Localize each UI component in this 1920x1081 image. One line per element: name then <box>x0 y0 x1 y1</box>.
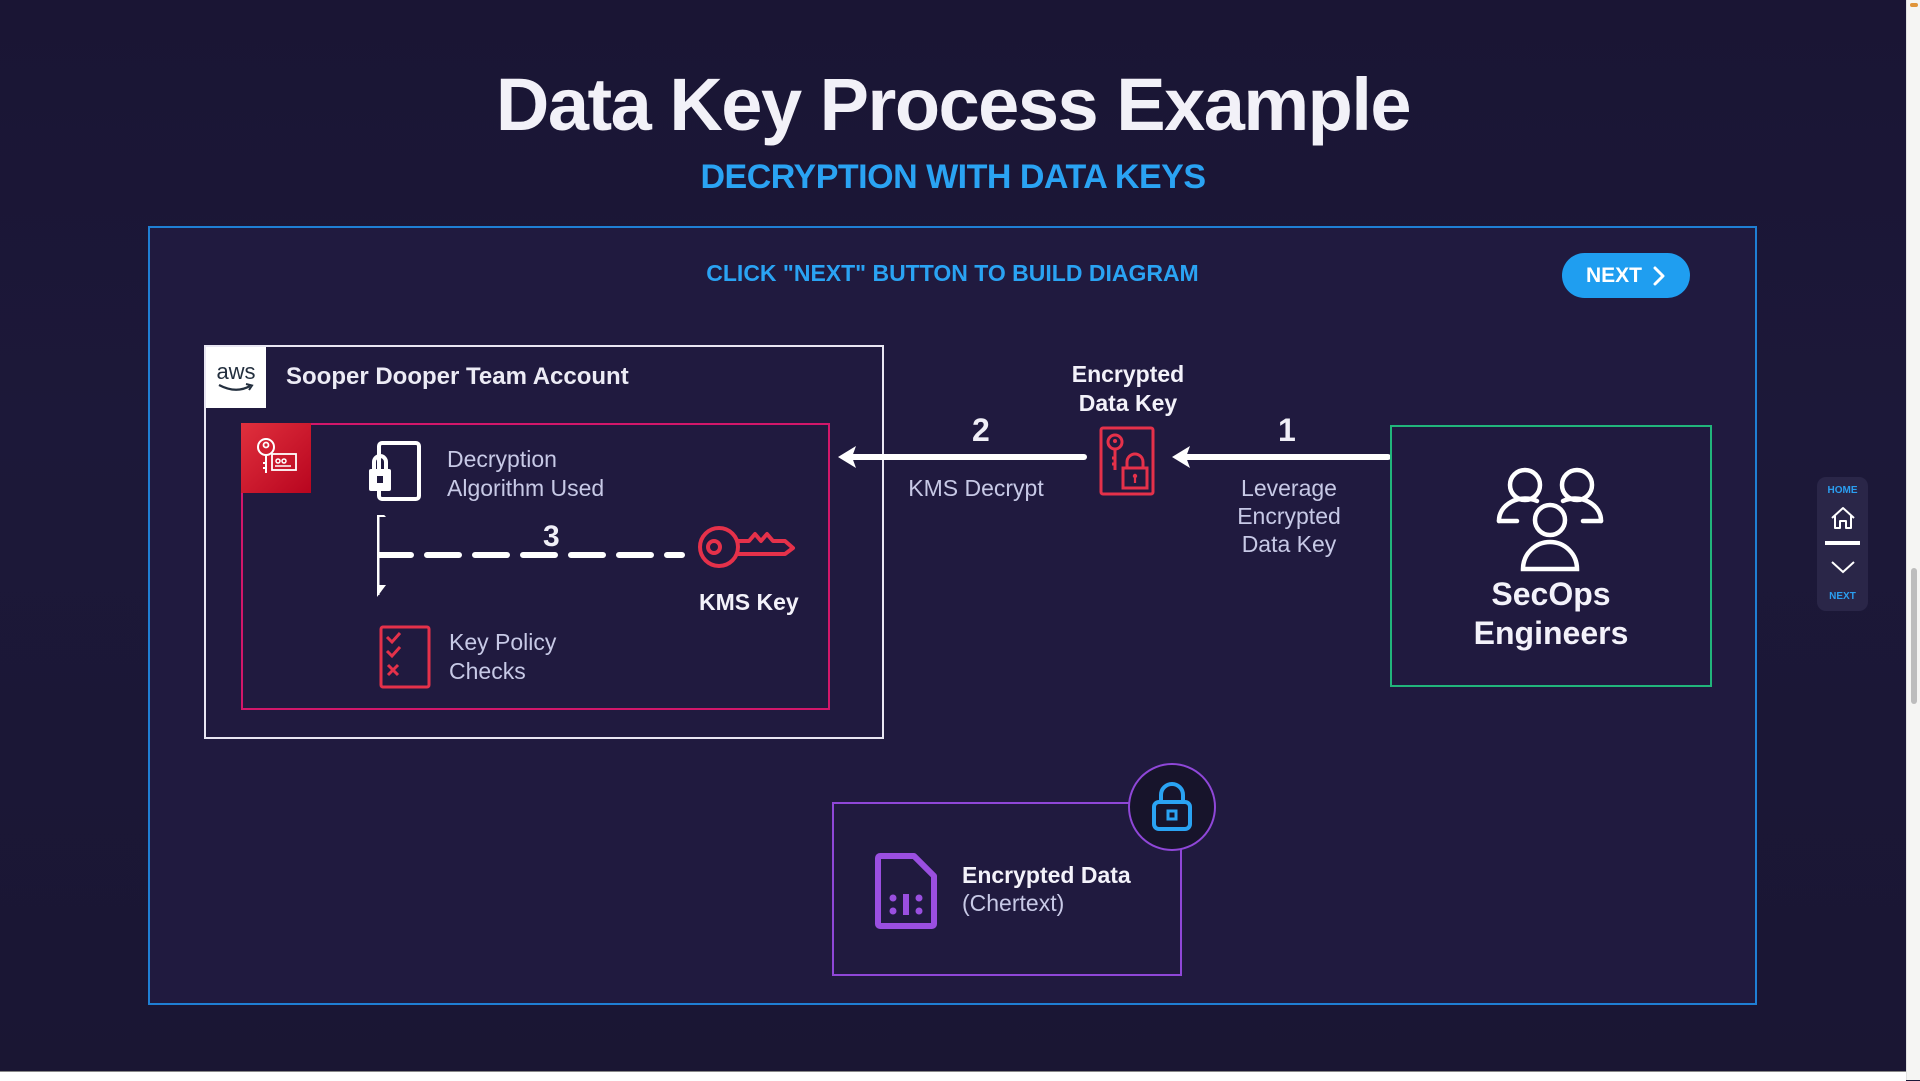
secops-label: SecOps Engineers <box>1392 575 1710 653</box>
chevron-right-icon <box>1653 266 1665 285</box>
encrypted-data-title: Encrypted Data <box>962 862 1131 888</box>
edk-line1: Encrypted <box>1071 361 1185 387</box>
scrollbar-indicator <box>1910 3 1918 7</box>
instruction-text: CLICK "NEXT" BUTTON TO BUILD DIAGRAM <box>706 260 1199 286</box>
encrypted-data-subtitle: (Chertext) <box>962 890 1065 916</box>
document-icon <box>875 853 937 929</box>
account-title: Sooper Dooper Team Account <box>286 363 629 390</box>
lock-device-icon <box>369 441 421 501</box>
step1-label-line1: Leverage <box>1241 475 1337 501</box>
step1-label: Leverage Encrypted Data Key <box>1214 474 1364 558</box>
bottom-strip <box>0 1071 1906 1081</box>
kms-key-label: KMS Key <box>699 589 799 615</box>
algorithm-label: Decryption Algorithm Used <box>447 445 604 503</box>
policy-label: Key Policy Checks <box>449 628 556 686</box>
edk-line2: Data Key <box>1078 390 1178 416</box>
page-subtitle: DECRYPTION WITH DATA KEYS <box>700 158 1206 196</box>
home-nav-label[interactable]: HOME <box>1827 485 1858 496</box>
home-icon[interactable] <box>1830 505 1856 531</box>
step1-arrow <box>1172 446 1391 468</box>
lock-icon <box>1152 782 1192 831</box>
step2-number: 2 <box>972 412 990 448</box>
step1-label-line2: Encrypted <box>1237 503 1341 529</box>
users-group-icon <box>1496 467 1604 572</box>
step2-label: KMS Decrypt <box>908 475 1044 501</box>
vertical-scrollbar[interactable] <box>1906 0 1920 1080</box>
step3-connector <box>377 515 685 597</box>
scrollbar-thumb[interactable] <box>1911 568 1917 704</box>
side-navigation: HOME NEXT <box>1817 477 1868 611</box>
nav-divider <box>1825 541 1860 545</box>
aws-logo: aws <box>206 347 266 408</box>
next-button-label: NEXT <box>1585 263 1642 287</box>
key-lock-icon <box>1099 426 1155 496</box>
algorithm-label-line1: Decryption <box>447 446 557 472</box>
secops-line1: SecOps <box>1491 576 1611 612</box>
aws-smile-icon <box>218 382 254 391</box>
aws-logo-text: aws <box>216 358 256 384</box>
step2-arrow <box>838 446 1087 468</box>
key-icon <box>698 526 795 568</box>
secops-line2: Engineers <box>1473 615 1629 651</box>
lock-badge <box>1128 763 1216 851</box>
step1-number: 1 <box>1278 412 1296 448</box>
next-button[interactable]: NEXT <box>1562 253 1690 298</box>
page-title: Data Key Process Example <box>495 63 1412 146</box>
policy-label-line1: Key Policy <box>449 629 557 655</box>
kms-key-card-icon <box>241 423 311 493</box>
next-nav-label[interactable]: NEXT <box>1829 591 1856 602</box>
encrypted-data-key-label: Encrypted Data Key <box>1048 360 1208 418</box>
step1-label-line3: Data Key <box>1241 531 1337 557</box>
policy-label-line2: Checks <box>449 658 526 684</box>
aws-account-box: aws Sooper Dooper Team Account Decryptio… <box>204 345 884 739</box>
secops-engineers-box: SecOps Engineers <box>1390 425 1712 687</box>
kms-service-box: Decryption Algorithm Used 3 KMS Key <box>241 423 830 710</box>
diagram-stage: CLICK "NEXT" BUTTON TO BUILD DIAGRAM NEX… <box>148 226 1757 1005</box>
checklist-icon <box>379 625 431 689</box>
chevron-down-icon[interactable] <box>1830 559 1856 575</box>
encrypted-data-box: Encrypted Data (Chertext) <box>832 802 1182 976</box>
algorithm-label-line2: Algorithm Used <box>447 475 605 501</box>
step3-number: 3 <box>543 520 560 553</box>
